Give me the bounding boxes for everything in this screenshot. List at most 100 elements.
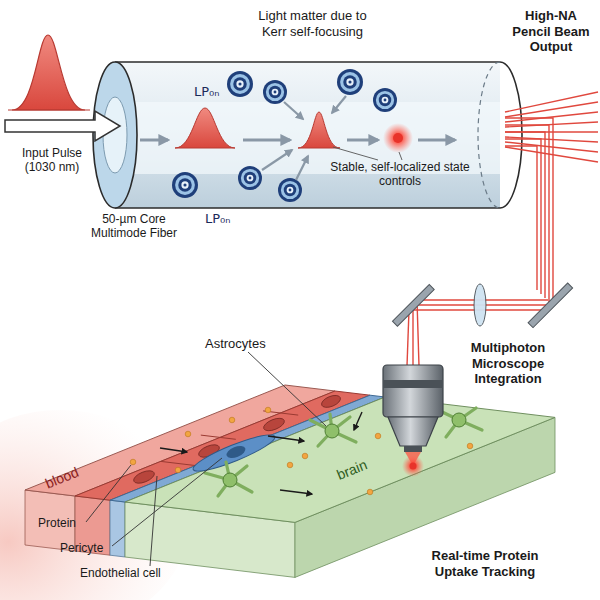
protein-dot bbox=[302, 453, 308, 459]
flow-arrow bbox=[243, 139, 290, 142]
mode-pattern bbox=[172, 172, 198, 198]
protein-dot bbox=[375, 433, 381, 439]
leader-line bbox=[150, 476, 157, 566]
output-beam bbox=[505, 92, 598, 162]
transport-arrow bbox=[354, 412, 362, 430]
nucleus bbox=[262, 416, 286, 434]
cell-border bbox=[161, 461, 196, 465]
transport-arrow bbox=[280, 490, 312, 494]
output-title: High-NA Pencil Beam Output bbox=[505, 8, 597, 55]
input-arrow bbox=[5, 111, 120, 141]
beam-ray bbox=[505, 132, 545, 298]
beam-ray bbox=[407, 310, 409, 366]
part-label: Astrocytes bbox=[205, 336, 266, 352]
mode-pattern bbox=[227, 71, 253, 97]
flow-arrow bbox=[140, 139, 168, 142]
astrocyte-body bbox=[452, 413, 466, 427]
mode-arrow bbox=[284, 102, 303, 119]
beam-ray bbox=[505, 142, 598, 152]
focal-spot-core bbox=[410, 463, 417, 470]
objective-ring bbox=[383, 380, 443, 388]
astrocyte-body bbox=[325, 424, 339, 438]
mode-pattern bbox=[337, 69, 363, 95]
section-title: Real-time Protein Uptake Tracking bbox=[410, 548, 560, 579]
mirror bbox=[392, 284, 434, 326]
cell-border bbox=[201, 435, 236, 439]
leader-lines bbox=[86, 352, 326, 566]
astrocyte-process bbox=[438, 408, 482, 437]
mode-pattern bbox=[278, 178, 302, 202]
transport-arrow bbox=[268, 436, 304, 441]
leader-line bbox=[86, 465, 131, 522]
localized-state-core bbox=[393, 133, 403, 143]
leader-line bbox=[248, 352, 326, 426]
part-label: Pericyte bbox=[60, 541, 103, 555]
protein-dot bbox=[175, 467, 181, 473]
input-pulse bbox=[12, 35, 85, 110]
astrocyte-body bbox=[223, 473, 237, 487]
region-label: brain bbox=[334, 456, 369, 483]
pericyte-face bbox=[110, 500, 125, 557]
pulse bbox=[175, 108, 235, 148]
focal-spot bbox=[402, 455, 424, 477]
beam-ray bbox=[505, 146, 537, 290]
astrocyte-process bbox=[310, 414, 356, 446]
beam-ray bbox=[505, 112, 598, 122]
beam-ray bbox=[505, 118, 553, 306]
astrocyte-process bbox=[205, 462, 252, 496]
fiber-end-dashed bbox=[478, 62, 500, 208]
leader-line bbox=[333, 147, 378, 160]
beam-ray bbox=[417, 300, 419, 366]
protein-dot bbox=[265, 407, 271, 413]
mode-arrow bbox=[262, 150, 292, 170]
beam-ray bbox=[505, 125, 549, 302]
protein-dot bbox=[287, 462, 293, 468]
objective-nose bbox=[404, 446, 422, 452]
mode-pattern bbox=[373, 88, 397, 112]
mode-arrow bbox=[296, 156, 308, 180]
pericyte bbox=[190, 429, 278, 477]
beam-ray bbox=[505, 147, 598, 162]
leader-line bbox=[399, 152, 402, 160]
beam-ray bbox=[505, 139, 541, 294]
beam-ray bbox=[505, 102, 598, 117]
transport-arrow bbox=[160, 448, 187, 452]
brain-tissue bbox=[125, 397, 555, 522]
pulse-baseline bbox=[8, 110, 90, 111]
pericyte-nucleus bbox=[225, 444, 247, 461]
fiber-outline bbox=[115, 61, 500, 63]
region-label: blood bbox=[43, 464, 81, 492]
protein-dot bbox=[367, 489, 373, 495]
beam-path bbox=[407, 118, 553, 366]
fiber-label: 50-µm Core Multimode Fiber bbox=[78, 212, 190, 241]
part-label: Endothelial cell bbox=[80, 566, 161, 580]
part-label: Protein bbox=[38, 516, 76, 530]
fiber-end bbox=[500, 62, 522, 208]
mirror bbox=[528, 283, 573, 328]
protein-dot bbox=[185, 431, 191, 437]
flow-arrow bbox=[418, 139, 455, 142]
mode-pattern bbox=[238, 166, 262, 190]
section-title: Multiphoton Microscope Integration bbox=[452, 340, 564, 387]
beam-ray bbox=[412, 305, 413, 366]
leader-line bbox=[112, 458, 222, 546]
objective-taper bbox=[388, 417, 438, 446]
localized-state bbox=[383, 123, 413, 153]
astrocyte bbox=[205, 408, 482, 496]
mode-pattern bbox=[263, 80, 287, 104]
mode-label: LP₀ₙ bbox=[205, 211, 230, 227]
annotation: Light matter due to Kerr self-focusing bbox=[245, 8, 380, 39]
protein-dot bbox=[467, 443, 473, 449]
annotation: Stable, self-localized state controls bbox=[330, 160, 470, 189]
lens bbox=[474, 284, 486, 326]
transport-arrows bbox=[160, 412, 362, 494]
flow-arrow bbox=[347, 139, 378, 142]
mode-arrow bbox=[332, 96, 346, 113]
input-label: Input Pulse (1030 nm) bbox=[6, 146, 98, 175]
protein-dot bbox=[229, 417, 235, 423]
fiber-body bbox=[115, 62, 500, 208]
nucleus bbox=[132, 468, 156, 486]
